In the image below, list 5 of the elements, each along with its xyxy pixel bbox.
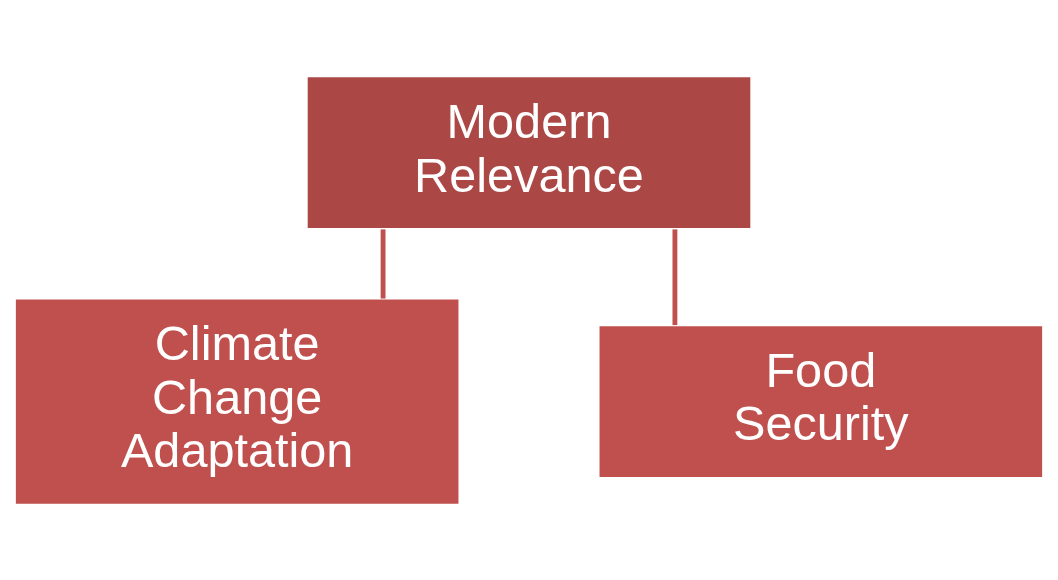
- node-box: Modern Relevance: [306, 75, 752, 230]
- node-box: Food Security: [597, 324, 1044, 479]
- connector: [380, 228, 386, 299]
- connector: [672, 228, 678, 325]
- node-box: Climate Change Adaptation: [14, 297, 461, 505]
